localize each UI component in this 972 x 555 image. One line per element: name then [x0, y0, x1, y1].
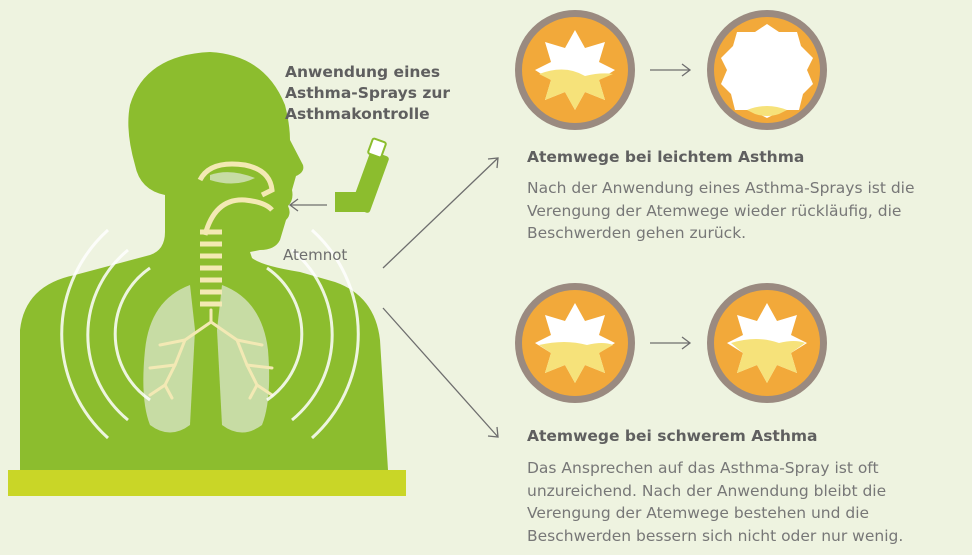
severe-asthma-title: Atemwege bei schwerem Asthma	[527, 427, 817, 445]
arrow-to-severe	[383, 308, 498, 437]
arrow-to-mild	[383, 158, 498, 268]
symptom-label: Atemnot	[283, 246, 347, 264]
spray-label: Anwendung eines Asthma-Sprays zur Asthma…	[285, 62, 485, 125]
base-bar	[8, 470, 406, 496]
mild-asthma-title: Atemwege bei leichtem Asthma	[527, 148, 804, 166]
airway-severe-before	[515, 283, 635, 403]
arrow-mild-change	[650, 64, 690, 76]
trachea	[200, 232, 222, 304]
mild-asthma-text: Nach der Anwendung eines Asthma-Sprays i…	[527, 177, 972, 245]
inhaler-icon	[335, 138, 390, 214]
arrow-inhale	[290, 199, 327, 211]
arrow-severe-change	[650, 337, 690, 349]
airway-mild-before	[515, 10, 635, 130]
airway-mild-after	[707, 10, 827, 130]
airway-severe-after	[707, 283, 827, 403]
severe-asthma-text: Das Ansprechen auf das Asthma-Spray ist …	[527, 457, 972, 547]
